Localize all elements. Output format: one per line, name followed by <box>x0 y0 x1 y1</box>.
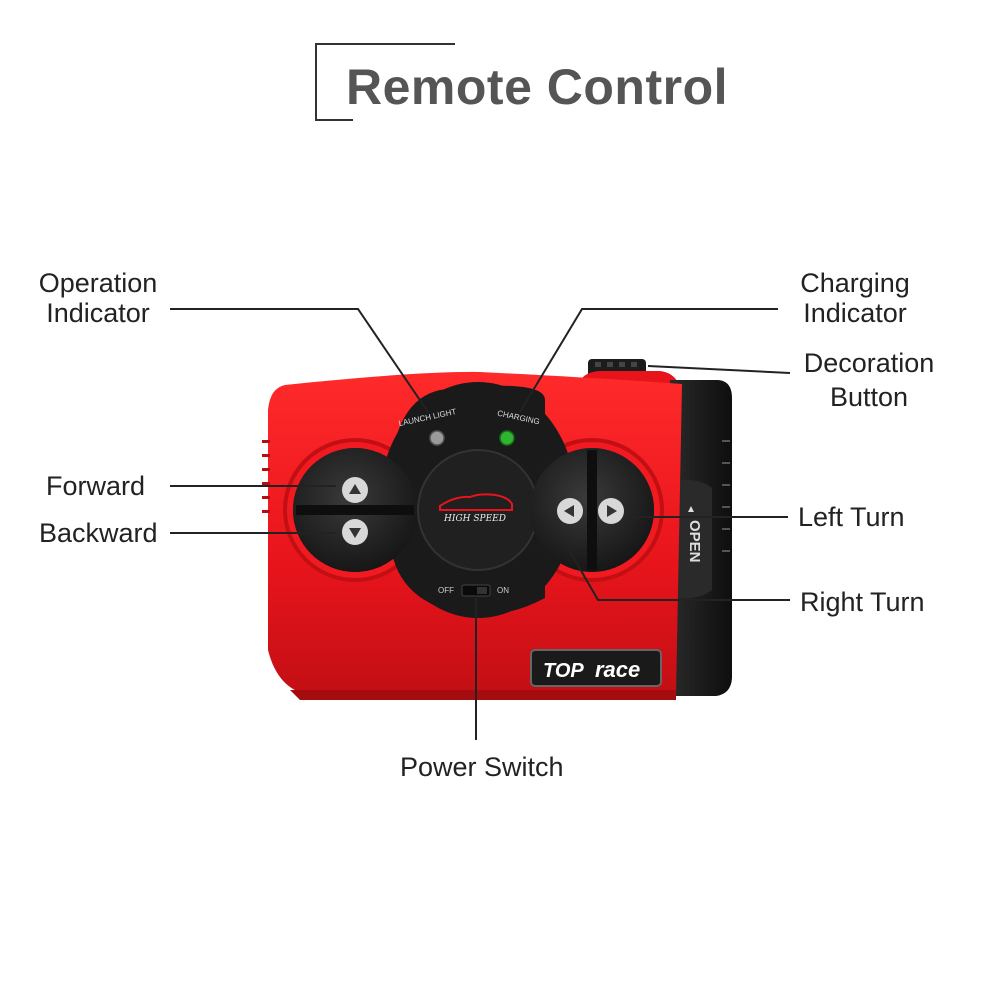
operation-indicator-line2: Indicator <box>46 298 150 328</box>
left-turn-button[interactable] <box>557 498 583 524</box>
forward-label: Forward <box>46 471 146 501</box>
brand-race-text: race <box>595 657 640 682</box>
operation-indicator-leader <box>170 308 429 413</box>
on-label: ON <box>497 586 509 595</box>
power-switch-label: Power Switch <box>400 752 564 782</box>
page-title: Remote Control <box>346 59 728 115</box>
charging-indicator-led <box>499 430 515 446</box>
open-label: OPEN <box>686 520 703 563</box>
high-speed-text: HIGH SPEED <box>443 514 506 524</box>
right-turn-label: Right Turn <box>800 587 925 617</box>
open-arrow-icon <box>688 506 694 512</box>
charging-indicator-leader <box>519 308 778 413</box>
backward-button[interactable] <box>342 519 368 545</box>
high-speed-logo: HIGH SPEED <box>439 493 513 524</box>
leader-lines <box>170 308 791 740</box>
operation-indicator-led <box>429 430 445 446</box>
charging-indicator-line2: Indicator <box>803 298 907 328</box>
decoration-button-line1: Decoration <box>803 348 935 378</box>
off-label: OFF <box>438 586 454 595</box>
right-turn-leader <box>567 547 790 601</box>
charging-indicator-line1: Charging <box>800 268 910 298</box>
forward-backward-stick[interactable] <box>293 448 417 572</box>
right-turn-button[interactable] <box>598 498 624 524</box>
forward-button[interactable] <box>342 477 368 503</box>
power-switch[interactable] <box>461 584 491 597</box>
backward-label: Backward <box>39 518 158 548</box>
charging-indicator-label: Charging Indicator <box>790 268 920 328</box>
battery-cover[interactable] <box>670 380 732 696</box>
decoration-button-leader <box>647 365 791 374</box>
brand-top-text: TOP <box>543 660 584 682</box>
left-turn-label: Left Turn <box>798 502 905 532</box>
decoration-button-label: Decoration Button <box>796 346 942 414</box>
brand-badge: TOP race <box>530 649 662 687</box>
decoration-button-line2: Button <box>829 382 909 412</box>
left-right-stick[interactable] <box>530 448 654 572</box>
title-bracket <box>315 43 455 121</box>
operation-indicator-label: Operation Indicator <box>28 268 168 328</box>
operation-indicator-line1: Operation <box>38 268 158 298</box>
